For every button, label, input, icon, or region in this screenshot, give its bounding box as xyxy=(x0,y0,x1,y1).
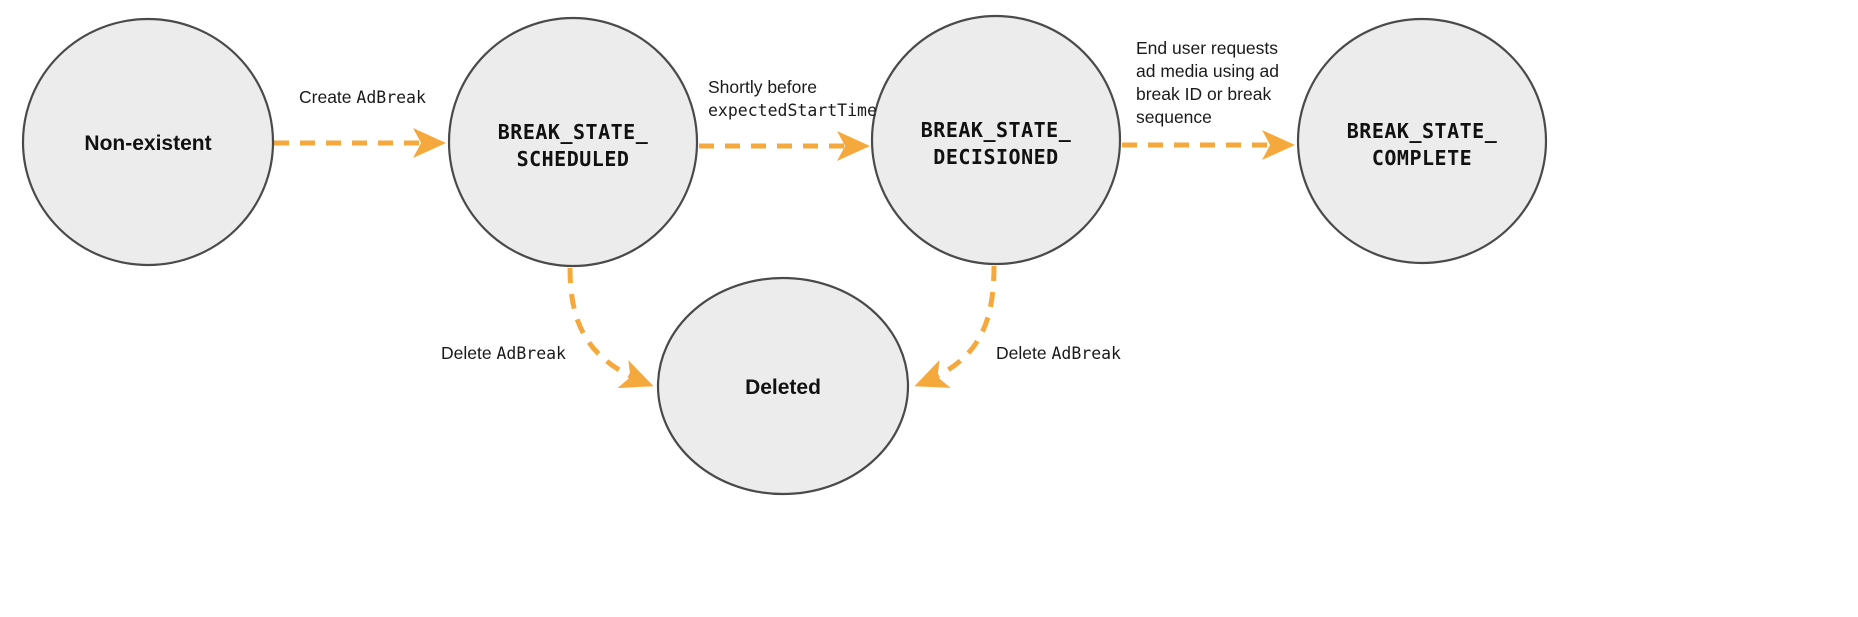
node-shape-break-state-complete[interactable] xyxy=(1296,17,1548,265)
node-break-state-complete[interactable]: BREAK_STATE_ COMPLETE xyxy=(1296,17,1548,265)
edge-delete-adbreak-from-decisioned xyxy=(914,265,997,388)
edge-label-create-adbreak: Create AdBreak xyxy=(299,87,426,107)
edge-label-end-user-requests-line2: ad media using ad xyxy=(1136,61,1279,81)
node-shape-break-state-decisioned[interactable] xyxy=(870,14,1122,266)
edges-layer xyxy=(274,128,1295,389)
edge-label-end-user-requests-line4: sequence xyxy=(1136,107,1212,127)
edge-label-end-user-requests-line1: End user requests xyxy=(1136,38,1278,58)
edge-label-delete-left-word-adbreak: AdBreak xyxy=(496,344,566,363)
node-label-break-state-scheduled-line1: BREAK_STATE_ xyxy=(498,120,649,144)
node-deleted[interactable]: Deleted xyxy=(656,276,910,496)
node-label-non-existent: Non-existent xyxy=(84,132,211,155)
edge-label-delete-left-word-delete: Delete xyxy=(441,343,496,363)
edge-label-delete-adbreak-from-decisioned: Delete AdBreak xyxy=(996,343,1121,363)
node-non-existent[interactable]: Non-existent xyxy=(21,17,275,267)
node-label-break-state-decisioned-line2: DECISIONED xyxy=(933,145,1058,169)
edge-label-expectedstarttime-line2: expectedStartTime xyxy=(708,101,877,120)
node-label-break-state-scheduled-line2: SCHEDULED xyxy=(517,147,630,171)
node-label-break-state-complete-line2: COMPLETE xyxy=(1372,146,1472,170)
node-break-state-decisioned[interactable]: BREAK_STATE_ DECISIONED xyxy=(870,14,1122,266)
node-label-break-state-decisioned-line1: BREAK_STATE_ xyxy=(921,118,1072,142)
edge-label-create-adbreak-word-create: Create xyxy=(299,87,356,107)
nodes-layer: Non-existent BREAK_STATE_ SCHEDULED BREA… xyxy=(21,14,1548,496)
edge-path-delete-from-decisioned xyxy=(914,265,997,388)
node-shape-break-state-scheduled[interactable] xyxy=(447,16,699,268)
edge-label-delete-right-word-adbreak: AdBreak xyxy=(1051,344,1121,363)
edge-label-shortly-before-expectedstarttime: Shortly before expectedStartTime xyxy=(708,77,877,120)
node-label-deleted: Deleted xyxy=(745,376,821,399)
edge-label-delete-adbreak-from-scheduled: Delete AdBreak xyxy=(441,343,566,363)
edge-label-end-user-requests-ad-media: End user requests ad media using ad brea… xyxy=(1136,38,1279,127)
edge-label-end-user-requests-line3: break ID or break xyxy=(1136,84,1271,104)
node-break-state-scheduled[interactable]: BREAK_STATE_ SCHEDULED xyxy=(447,16,699,268)
node-shape-deleted[interactable] xyxy=(656,276,910,496)
edge-label-delete-right-word-delete: Delete xyxy=(996,343,1051,363)
edge-label-create-adbreak-word-adbreak: AdBreak xyxy=(356,88,426,107)
node-label-break-state-complete-line1: BREAK_STATE_ xyxy=(1347,119,1498,143)
edge-label-shortly-before-line1: Shortly before xyxy=(708,77,817,97)
node-shape-non-existent[interactable] xyxy=(21,17,275,267)
edge-delete-adbreak-from-scheduled xyxy=(567,267,654,389)
edge-labels-layer: Create AdBreak Shortly before expectedSt… xyxy=(299,38,1279,363)
edge-path-delete-from-scheduled xyxy=(567,267,654,389)
